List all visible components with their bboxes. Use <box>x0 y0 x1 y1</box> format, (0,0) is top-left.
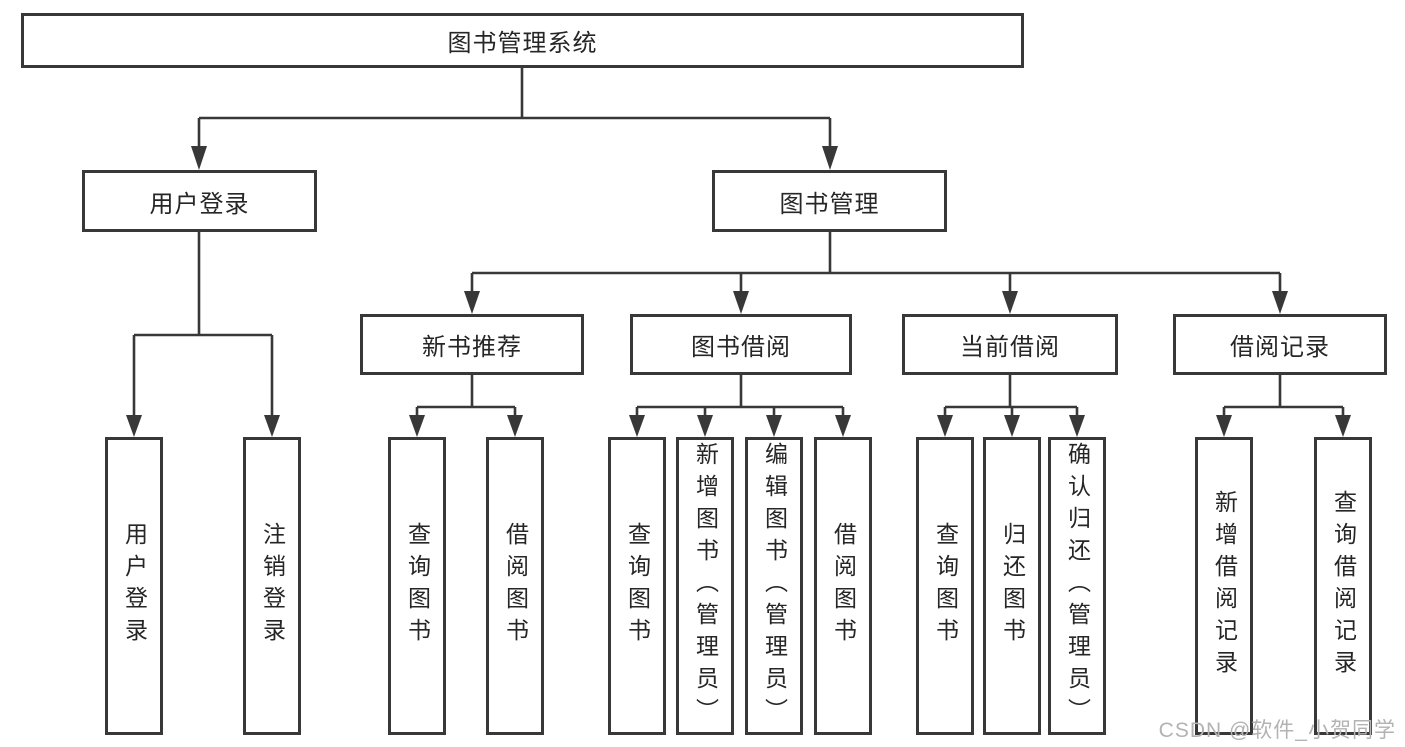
leaf-query-books: 查询图书 <box>916 437 974 735</box>
node-label: 借阅图书 <box>830 522 857 650</box>
leaf-add-borrow-record: 新增借阅记录 <box>1195 437 1253 735</box>
node-label: 借阅图书 <box>502 522 529 650</box>
leaf-user-login: 用户登录 <box>105 437 163 735</box>
leaf-borrow-books: 借阅图书 <box>486 437 544 735</box>
leaf-query-books: 查询图书 <box>388 437 446 735</box>
node-label: 查询图书 <box>624 522 651 650</box>
leaf-add-books-admin: 新增图书（管理员） <box>676 437 734 735</box>
node-label: 归还图书 <box>999 522 1026 650</box>
node-label: 查询借阅记录 <box>1330 490 1357 682</box>
node-book-management: 图书管理 <box>712 170 947 232</box>
node-borrowing-records: 借阅记录 <box>1173 314 1387 375</box>
node-label: 当前借阅 <box>960 334 1060 361</box>
leaf-return-books: 归还图书 <box>983 437 1041 735</box>
node-label: 注销登录 <box>259 522 286 650</box>
node-label: 新增图书（管理员） <box>692 442 719 730</box>
leaf-confirm-return-admin: 确认归还（管理员） <box>1048 437 1106 735</box>
csdn-watermark: CSDN @软件_小贺同学 <box>1158 719 1396 742</box>
node-label: 确认归还（管理员） <box>1064 442 1091 730</box>
node-label: 新书推荐 <box>422 334 522 361</box>
leaf-borrow-books: 借阅图书 <box>814 437 872 735</box>
node-label: 新增借阅记录 <box>1211 490 1238 682</box>
node-label: 查询图书 <box>404 522 431 650</box>
node-label: 借阅记录 <box>1230 334 1330 361</box>
leaf-query-books: 查询图书 <box>608 437 666 735</box>
node-library-management-system: 图书管理系统 <box>21 13 1024 68</box>
node-label: 用户登录 <box>121 522 148 650</box>
leaf-logout: 注销登录 <box>243 437 301 735</box>
node-label: 查询图书 <box>932 522 959 650</box>
leaf-query-borrow-record: 查询借阅记录 <box>1314 437 1372 735</box>
node-current-borrowing: 当前借阅 <box>902 314 1118 375</box>
node-label: 图书管理系统 <box>447 30 598 57</box>
node-label: 图书管理 <box>779 190 880 218</box>
node-label: 图书借阅 <box>691 334 791 361</box>
node-label: 用户登录 <box>149 190 250 218</box>
node-new-book-recommendation: 新书推荐 <box>360 314 584 375</box>
node-label: 编辑图书（管理员） <box>761 442 788 730</box>
node-user-login: 用户登录 <box>82 170 317 232</box>
node-book-borrowing: 图书借阅 <box>630 314 852 375</box>
leaf-edit-books-admin: 编辑图书（管理员） <box>745 437 803 735</box>
